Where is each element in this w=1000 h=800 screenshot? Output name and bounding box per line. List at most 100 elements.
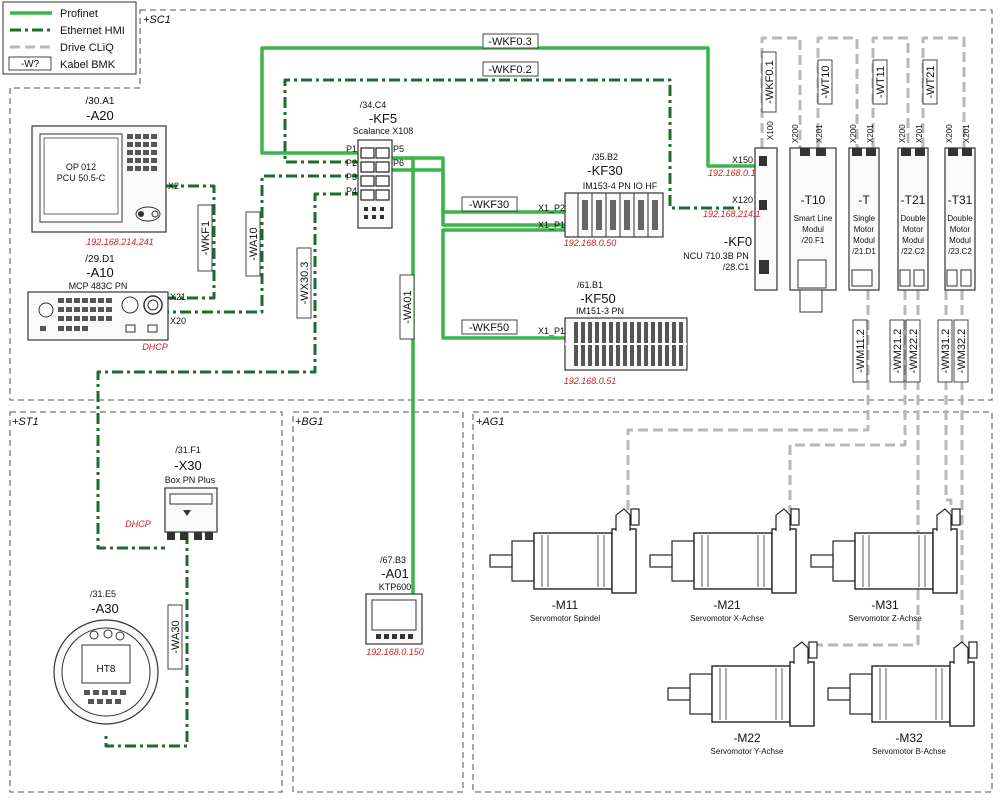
device-a30: /31.E5 -A30 HT8 (53, 589, 159, 725)
a10-port-x20: X20 (170, 316, 186, 326)
t31-port-x201: X201 (962, 124, 971, 143)
a10-port-x21: X21 (170, 292, 186, 302)
device-t: X200 X201 -T Single Motor Modul /21.D1 (848, 124, 880, 291)
cable-wm222: -WM22.2 (908, 329, 920, 374)
t10-l1: Smart Line (794, 214, 833, 223)
kf5-port-p1: P1 (346, 144, 357, 154)
cable-wt10: -WT10 (820, 66, 832, 99)
x30-ref: /31.F1 (175, 445, 201, 455)
cable-wm212: -WM21.2 (892, 329, 904, 374)
t10-bmk: -T10 (801, 193, 826, 207)
t21-ref: /22.C2 (901, 247, 925, 256)
t-ref: /21.D1 (852, 247, 876, 256)
t31-body (944, 147, 976, 291)
motor-m21: -M21 Servomotor X-Achse (649, 508, 800, 623)
cable-wkf50: -WKF50 (469, 322, 509, 334)
a20-ref: /30.A1 (86, 96, 115, 107)
kf30-type: IM153-4 PN IO HF (583, 181, 658, 191)
a30-ref: /31.E5 (90, 589, 116, 599)
kf5-bmk: -KF5 (369, 111, 397, 126)
a10-type: MCP 483C PN (69, 281, 128, 291)
t10-ref: /20.F1 (802, 236, 825, 245)
a30-type: HT8 (97, 664, 116, 675)
t10-port-x201: X201 (815, 124, 824, 143)
motor-m11: -M11 Servomotor Spindel (489, 508, 640, 623)
device-t31: X200 X201 -T31 Double Motor Modul /23.C2 (944, 124, 976, 291)
t31-bmk: -T31 (948, 193, 973, 207)
kf0-bmk: -KF0 (724, 234, 752, 249)
a01-type: KTP600 (379, 582, 412, 592)
a20-ip: 192.168.214.241 (86, 237, 154, 247)
device-a01: /67.B3 -A01 KTP600 192.168.0.150 (365, 555, 424, 657)
t31-port-x200: X200 (945, 124, 954, 143)
device-a10: /29.D1 -A10 MCP 483C PN X21 X20 DHCP (27, 254, 186, 352)
kf5-type: Scalance X108 (353, 126, 414, 136)
t-l3: Modul (853, 236, 875, 245)
kf50-port: X1_P1 (538, 326, 565, 336)
area-sc1-label: +SC1 (143, 14, 171, 26)
m11-desc: Servomotor Spindel (530, 614, 600, 623)
kf5-port-p5: P5 (393, 144, 404, 154)
kf0-ref: /28.C1 (723, 262, 750, 272)
m32-bmk: -M32 (895, 731, 923, 745)
device-x30: /31.F1 -X30 Box PN Plus DHCP (125, 445, 218, 540)
kf0-body (754, 147, 778, 291)
a20-line2: PCU 50.5-C (57, 173, 106, 183)
kf50-ip: 192.168.0.51 (564, 376, 617, 386)
kf5-port-p6: P6 (393, 158, 404, 168)
device-kf50: /61.B1 -KF50 IM151-3 PN X1_P1 192.168.0.… (538, 280, 688, 386)
cable-wkf1: -WKF1 (200, 221, 212, 255)
cable-wa01: -WA01 (402, 290, 414, 323)
cable-wa30: -WA30 (170, 620, 182, 653)
kf0-ip-x150: 192.168.0.1 (708, 168, 756, 178)
m21-desc: Servomotor X-Achse (690, 614, 764, 623)
device-a20: /30.A1 -A20 OP 012 PCU 50.5-C X2 192.168… (31, 96, 179, 247)
t-body (848, 147, 880, 291)
m31-bmk: -M31 (871, 598, 899, 612)
kf50-bmk: -KF50 (580, 291, 615, 306)
kf0-ip-x120: 192.168.214.1 (703, 209, 761, 219)
area-sc1-frame (9, 9, 993, 401)
t21-port-x200: X200 (898, 124, 907, 143)
motor-m32: -M32 Servomotor B-Achse (827, 641, 978, 756)
a20-port: X2 (168, 181, 179, 191)
t21-l1: Double (900, 214, 926, 223)
legend-profinet-label: Profinet (60, 8, 98, 20)
area-st1-label: +ST1 (12, 416, 39, 428)
kf0-type: NCU 710.3B PN (683, 251, 749, 261)
kf30-port-p1: X1_P1 (538, 220, 565, 230)
cable-wx303: -WX30.3 (299, 262, 311, 305)
a10-ip: DHCP (142, 342, 168, 352)
x30-bmk: -X30 (174, 458, 201, 473)
kf30-bmk: -KF30 (587, 163, 622, 178)
t31-l1: Double (947, 214, 973, 223)
t21-bmk: -T21 (901, 193, 926, 207)
cable-wkf03: -WKF0.3 (488, 36, 531, 48)
cable-labels: -WKF0.3 -WKF0.2 -WKF30 -WKF50 -WKF1 -WA1… (167, 33, 969, 670)
t21-body (897, 147, 929, 291)
area-ag1-label: +AG1 (476, 416, 504, 428)
cable-wkf30: -WKF30 (469, 199, 509, 211)
a10-bmk: -A10 (86, 265, 113, 280)
device-t21: X200 X201 -T21 Double Motor Modul /22.C2 (897, 124, 929, 291)
cable-wt21: -WT21 (925, 66, 937, 99)
t-l1: Single (853, 214, 876, 223)
kf5-port-p2: P2 (346, 158, 357, 168)
a01-bmk: -A01 (381, 566, 408, 581)
kf30-port-p2: X1_P2 (538, 203, 565, 213)
device-t10: X200 X201 -T10 Smart Line Modul /20.F1 (789, 124, 837, 313)
legend-drivecliq-label: Drive CLiQ (60, 42, 114, 54)
kf0-port-x150: X150 (732, 155, 753, 165)
kf5-ref: /34.C4 (360, 100, 387, 110)
kf30-ref: /35.B2 (592, 152, 618, 162)
a01-ref: /67.B3 (380, 555, 406, 565)
m21-bmk: -M21 (713, 598, 741, 612)
m22-desc: Servomotor Y-Achse (711, 747, 784, 756)
t10-l2: Modul (802, 225, 824, 234)
area-bg1-label: +BG1 (295, 416, 323, 428)
ethernet-hmi-cables (96, 78, 740, 748)
area-st1-frame (9, 411, 283, 793)
motor-m22: -M22 Servomotor Y-Achse (667, 641, 818, 756)
cable-wt11: -WT11 (875, 66, 887, 98)
